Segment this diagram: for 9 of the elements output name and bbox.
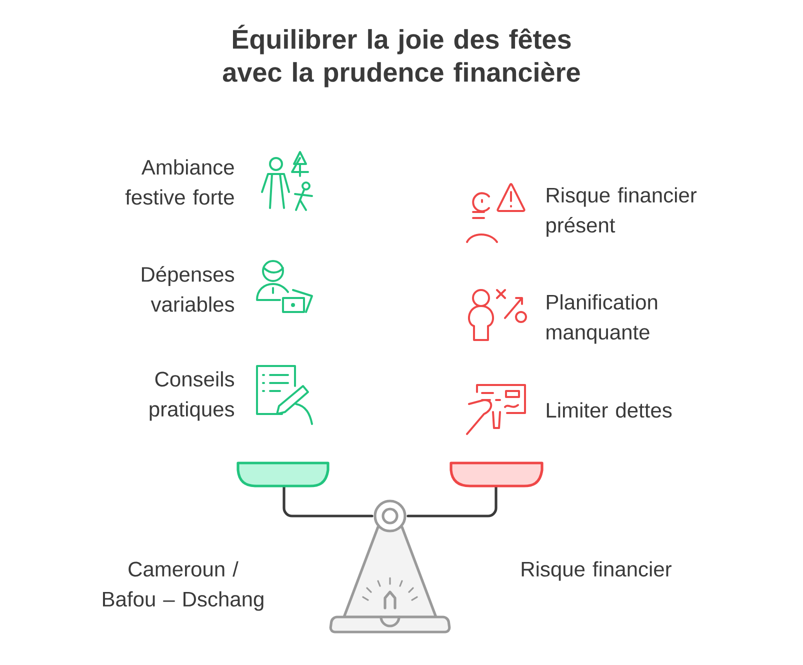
label: Dépenses variables [142, 266, 234, 312]
title: Équilibrer la joie des fêtes avec la prudence financière [222, 24, 580, 88]
label: Risque financier [522, 561, 672, 581]
label: Conseils pratiques [150, 371, 234, 421]
label: Ambiance festive forte [125, 159, 234, 205]
label: Cameroun / Bafou – Dschang [103, 561, 264, 611]
label: Limiter dettes [546, 402, 672, 418]
label: Risque financier présent [546, 187, 697, 237]
label: Planification manquante [546, 294, 658, 344]
